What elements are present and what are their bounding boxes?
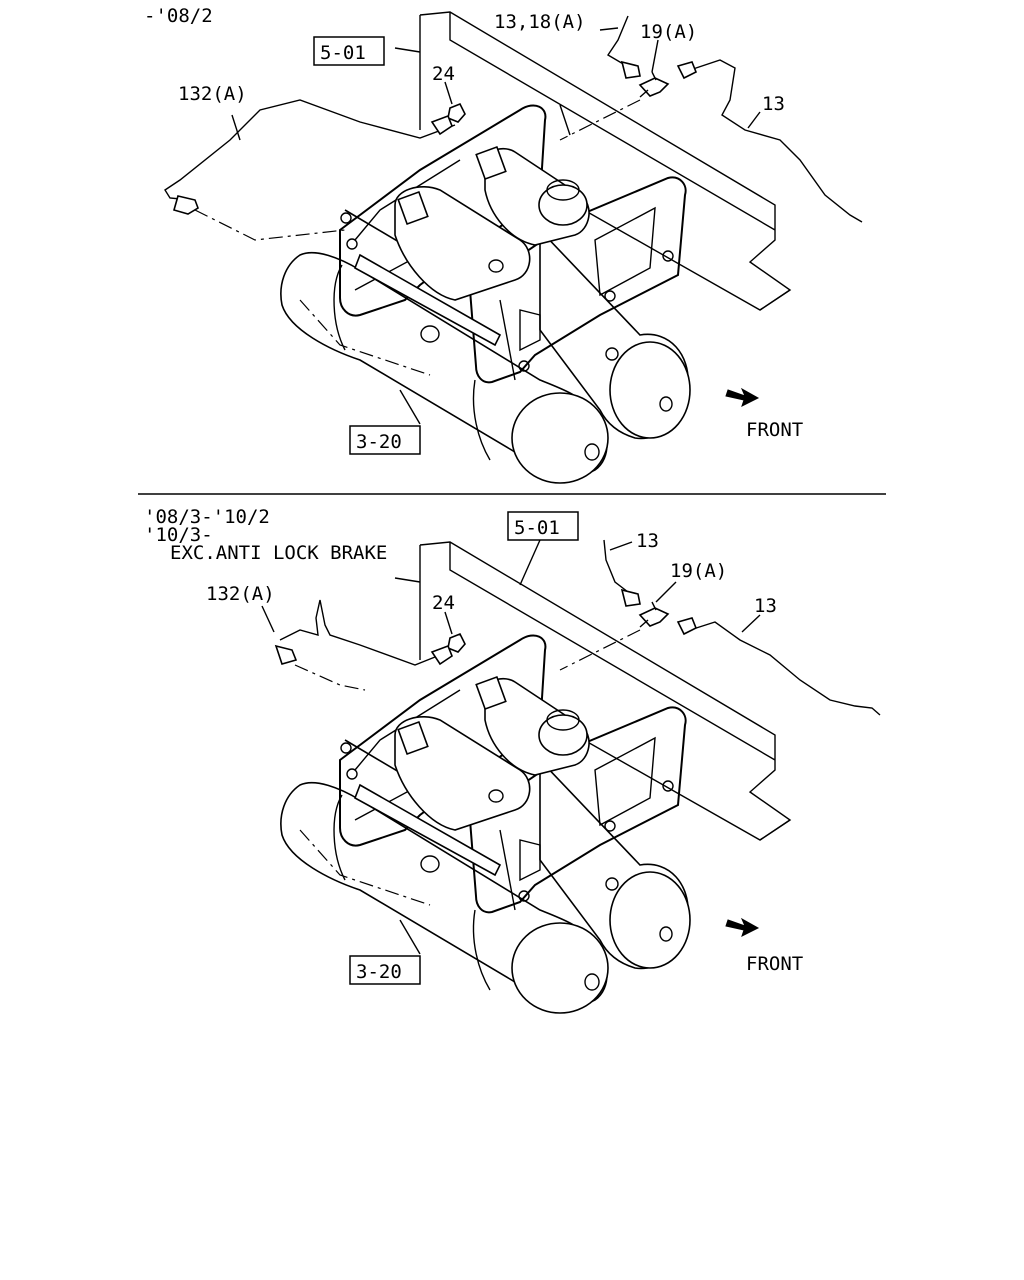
label-front-2: FRONT (746, 953, 803, 975)
note-line-1: -'08/2 (144, 5, 213, 27)
label-ref-frame-2: 5-01 (514, 517, 560, 539)
label-pipe-132a-2: 132(A) (206, 583, 275, 605)
pipe-13-18a-line-1 (607, 15, 629, 66)
fitting-top-1 (620, 60, 641, 79)
label-ref-frame-1: 5-01 (320, 42, 366, 64)
leader-13-1 (747, 111, 761, 129)
fitting-left-2 (274, 644, 298, 665)
note-line-2a: '08/3-'10/2 (144, 506, 270, 528)
pipe-13-line-1 (689, 59, 863, 223)
note-line-2b: '10/3- (144, 524, 213, 546)
fitting-right-2 (676, 617, 698, 636)
fitting-left-1 (173, 195, 199, 215)
ref-box-5-01-2 (507, 511, 579, 541)
leader-13-18a-1 (599, 27, 619, 31)
dash-marker-1 (559, 104, 571, 136)
pipe-13-right-line-2 (689, 621, 881, 716)
label-ref-tank-1: 3-20 (356, 431, 402, 453)
centerline-left-1 (194, 209, 346, 241)
section-2: '08/3-'10/2 '10/3- EXC.ANTI LOCK BRAKE 5… (144, 506, 881, 1014)
label-nut-24-1: 24 (432, 63, 455, 85)
leader-5-01-2 (519, 539, 541, 586)
leader-132a-1 (231, 114, 241, 141)
label-tee-19a-1: 19(A) (640, 21, 697, 43)
fitting-132a-end-1 (430, 114, 453, 136)
ref-box-3-20-2 (349, 955, 421, 985)
pipe-132a-line-2 (279, 599, 441, 666)
fitting-top-2 (620, 588, 641, 607)
label-nut-24-2: 24 (432, 592, 455, 614)
fitting-132a-end-2 (430, 644, 453, 666)
note-line-2c: EXC.ANTI LOCK BRAKE (170, 542, 387, 564)
ref-box-3-20-1 (349, 425, 421, 455)
label-ref-tank-2: 3-20 (356, 961, 402, 983)
section-1: -'08/2 5-01 3-20 132(A) 24 13,18(A) 19(A… (144, 5, 863, 484)
label-pipe-13-top-2: 13 (636, 530, 659, 552)
label-pipe-13-1: 13 (762, 93, 785, 115)
label-pipe-13-18a-1: 13,18(A) (494, 11, 586, 33)
leader-132a-2 (261, 605, 275, 633)
pipe-132a-line-1 (164, 99, 456, 201)
fitting-right-1 (676, 61, 698, 80)
leader-13-right-2 (741, 614, 761, 633)
centerline-left-2 (294, 664, 366, 691)
label-tee-19a-2: 19(A) (670, 560, 727, 582)
assembly-drawing-1 (279, 11, 791, 484)
label-pipe-132a-1: 132(A) (178, 83, 247, 105)
leader-19a-2 (655, 581, 677, 603)
assembly-drawing-2 (279, 541, 791, 1014)
leader-13-top-2 (609, 541, 633, 551)
pipe-13-top-line-2 (603, 539, 629, 593)
ref-box-5-01-1 (313, 36, 385, 66)
label-front-1: FRONT (746, 419, 803, 441)
label-pipe-13-right-2: 13 (754, 595, 777, 617)
leader-19a-1 (651, 39, 659, 73)
